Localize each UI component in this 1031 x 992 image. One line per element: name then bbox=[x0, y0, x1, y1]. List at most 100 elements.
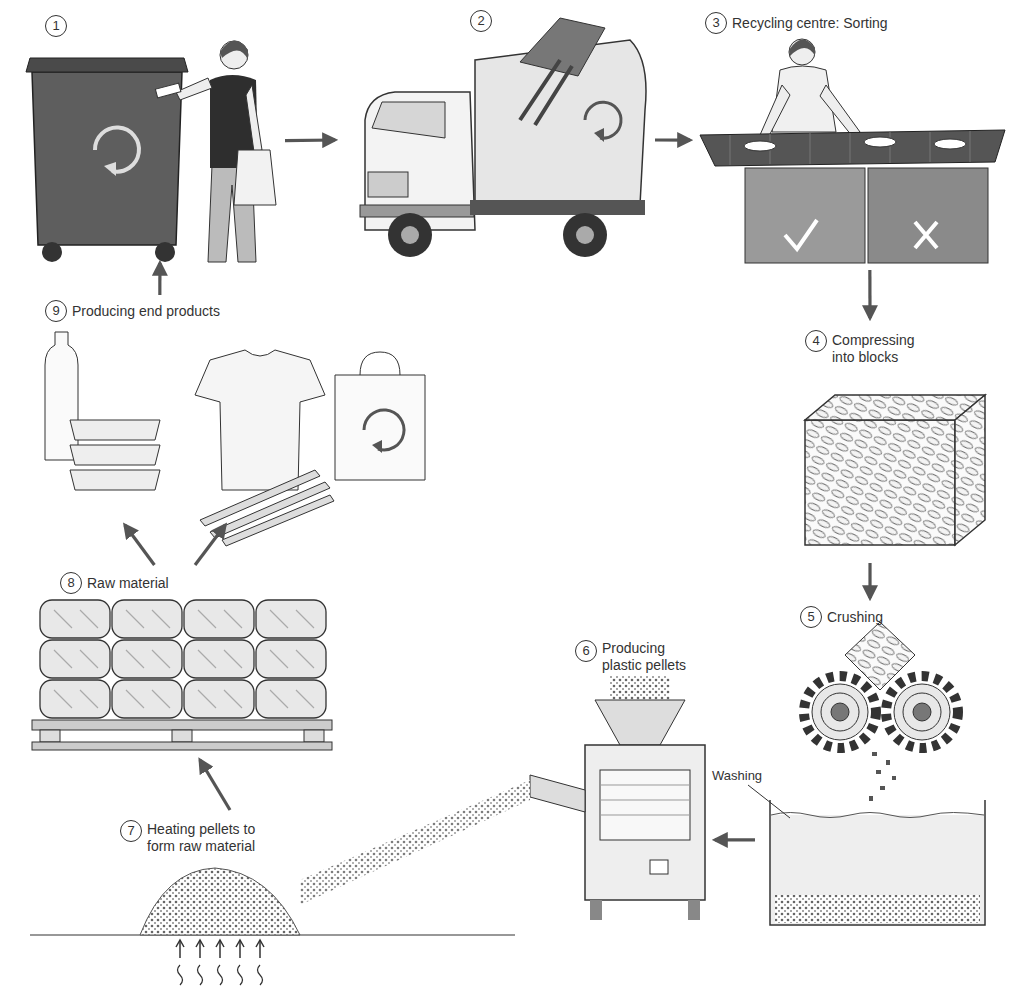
raw-material-pallet bbox=[32, 720, 332, 730]
raw-material-pallet bbox=[256, 640, 326, 678]
collection-truck bbox=[470, 200, 645, 215]
raw-material-pallet bbox=[112, 640, 182, 678]
crusher-and-tank bbox=[831, 703, 849, 721]
sorting-conveyor bbox=[820, 85, 860, 136]
crusher-and-tank bbox=[748, 785, 790, 818]
collection-truck bbox=[576, 226, 594, 244]
crusher-and-tank bbox=[913, 703, 931, 721]
end-products bbox=[360, 352, 400, 375]
pellet-machine bbox=[300, 780, 530, 905]
sorting-conveyor bbox=[730, 131, 970, 165]
process-step: 1 bbox=[20, 8, 285, 263]
raw-material-pallet bbox=[256, 600, 326, 638]
crusher-and-tank bbox=[892, 776, 896, 780]
bin-and-person bbox=[42, 242, 62, 262]
raw-material-pallet bbox=[32, 742, 332, 750]
raw-material-pallet bbox=[40, 680, 110, 718]
end-products bbox=[335, 375, 425, 480]
step-label: Washing bbox=[712, 768, 762, 784]
raw-material-pallet bbox=[40, 730, 60, 742]
bin-and-person bbox=[104, 162, 116, 176]
end-products bbox=[70, 470, 160, 490]
raw-material-pallet bbox=[184, 600, 254, 638]
crusher-and-tank bbox=[894, 684, 950, 740]
pellet-machine bbox=[595, 700, 685, 745]
end-products bbox=[222, 495, 334, 546]
bin-and-person bbox=[26, 58, 188, 72]
end-products bbox=[70, 420, 160, 440]
collection-truck bbox=[563, 213, 607, 257]
heated-pellet-heap bbox=[178, 965, 263, 985]
flow-arrow bbox=[868, 563, 871, 598]
crusher-and-tank bbox=[821, 693, 859, 731]
callout-number: 1 bbox=[45, 15, 67, 37]
step-title: Recycling centre: Sorting bbox=[732, 15, 1012, 32]
callout-number: 3 bbox=[705, 12, 727, 34]
bin-and-person bbox=[32, 72, 182, 245]
process-step: 2 bbox=[335, 8, 655, 258]
collection-truck bbox=[520, 18, 605, 76]
pellet-machine bbox=[600, 770, 690, 840]
process-step: 8Raw material bbox=[20, 565, 340, 760]
flow-arrow bbox=[125, 525, 155, 565]
pellet-machine bbox=[585, 745, 705, 900]
raw-material-pallet bbox=[40, 640, 110, 678]
flow-arrow bbox=[200, 760, 230, 810]
process-step: 3 Recycling centre: Sorting bbox=[690, 8, 1020, 270]
callout-number: 9 bbox=[45, 300, 67, 322]
step-title: Compressing into blocks bbox=[832, 332, 932, 366]
heated-pellet-heap bbox=[140, 868, 300, 935]
step-title: Heating pellets to form raw material bbox=[147, 821, 277, 855]
crusher-and-tank bbox=[876, 770, 881, 774]
bin-and-person bbox=[95, 128, 139, 172]
raw-material-pallet bbox=[32, 600, 332, 750]
sorting-conveyor bbox=[745, 168, 865, 263]
process-step: 5Crushing bbox=[755, 598, 1020, 948]
collection-truck bbox=[372, 102, 445, 138]
callout-number: 2 bbox=[470, 10, 492, 32]
sorting-conveyor bbox=[700, 130, 1005, 166]
raw-material-pallet bbox=[184, 680, 254, 718]
heated-pellet-heap bbox=[176, 940, 264, 947]
bin-and-person bbox=[234, 150, 276, 205]
heated-pellet-heap bbox=[180, 942, 260, 958]
crusher-and-tank bbox=[770, 800, 985, 925]
sorting-conveyor bbox=[700, 39, 1005, 263]
flow-arrow bbox=[655, 138, 690, 141]
collection-truck bbox=[360, 18, 646, 257]
crusher-and-tank bbox=[903, 693, 941, 731]
crusher-and-tank bbox=[886, 760, 890, 765]
raw-material-pallet bbox=[112, 680, 182, 718]
sorting-conveyor bbox=[789, 39, 815, 65]
end-products bbox=[364, 410, 404, 450]
bin-and-person bbox=[220, 41, 248, 69]
crusher-and-tank bbox=[771, 813, 984, 818]
callout-number: 6 bbox=[575, 640, 597, 662]
flow-arrow bbox=[195, 525, 225, 565]
heated-pellet-heap bbox=[30, 868, 515, 985]
collection-truck bbox=[388, 213, 432, 257]
bin-and-person bbox=[26, 40, 276, 262]
crusher-and-tank bbox=[880, 786, 885, 790]
process-step: 7Heating pellets to form raw material bbox=[110, 810, 510, 985]
pellet-machine bbox=[688, 900, 700, 920]
sorting-conveyor bbox=[760, 85, 790, 138]
end-products bbox=[195, 350, 325, 490]
sorting-conveyor bbox=[864, 137, 896, 147]
step-title: Producing plastic pellets bbox=[602, 640, 707, 674]
flow-arrow bbox=[868, 270, 871, 318]
callout-number: 4 bbox=[805, 330, 827, 352]
bin-and-person bbox=[176, 78, 212, 100]
raw-material-pallet bbox=[304, 730, 324, 742]
crusher-and-tank bbox=[812, 684, 868, 740]
crusher-and-tank bbox=[869, 796, 873, 801]
crusher-and-tank bbox=[775, 895, 980, 923]
pellet-machine bbox=[300, 676, 705, 920]
sorting-conveyor bbox=[934, 139, 966, 149]
pellet-machine bbox=[650, 860, 668, 874]
pellet-machine bbox=[530, 775, 585, 812]
crusher-and-tank bbox=[886, 676, 958, 748]
sorting-conveyor bbox=[785, 220, 817, 249]
pellet-machine bbox=[590, 900, 602, 920]
